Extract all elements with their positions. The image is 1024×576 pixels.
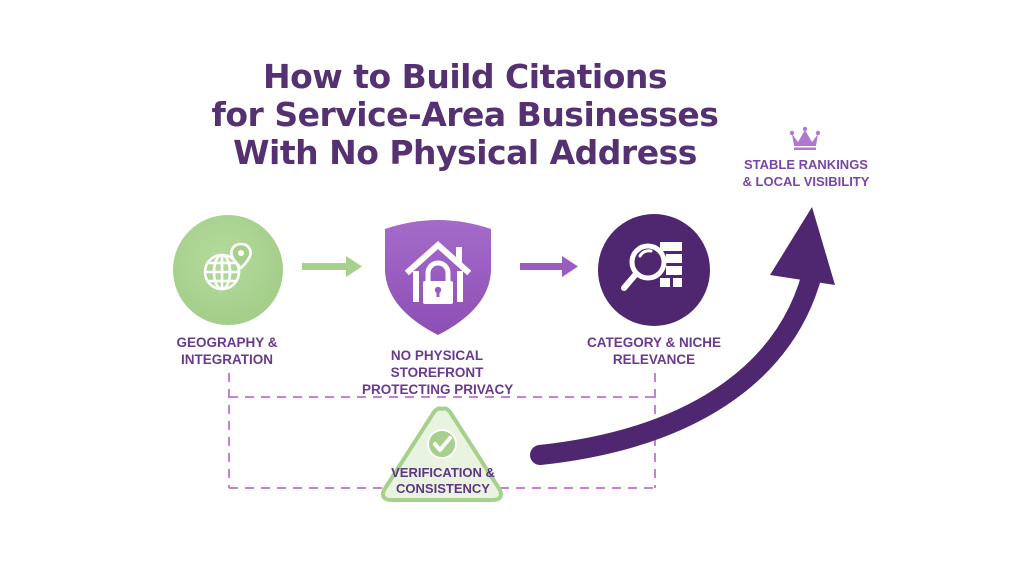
magnifier-list-icon: [621, 242, 682, 291]
shield-house-lock-icon: [385, 220, 491, 335]
arrow-right-icon: [302, 256, 362, 277]
arrow-right-icon: [520, 256, 578, 277]
crown-icon: [789, 126, 821, 150]
title-line-2: for Service-Area Businesses: [211, 95, 719, 134]
title-line-1: How to Build Citations: [262, 57, 668, 96]
outcome-label-line-2: & LOCAL VISIBILITY: [742, 174, 870, 189]
storefront-label-line-2: STOREFRONT: [390, 365, 484, 380]
geography-label-line-1: GEOGRAPHY &: [176, 335, 278, 350]
storefront-label: NO PHYSICAL STOREFRONT PROTECTING PRIVAC…: [362, 347, 514, 398]
title-line-3: With No Physical Address: [233, 133, 697, 172]
storefront-label-line-3: PROTECTING PRIVACY: [362, 382, 514, 397]
verification-label-line-2: CONSISTENCY: [396, 481, 490, 496]
category-label-line-1: CATEGORY & NICHE: [586, 335, 721, 350]
globe-pin-icon: [203, 242, 252, 291]
category-label: CATEGORY & NICHE RELEVANCE: [574, 334, 734, 368]
verification-label-line-1: VERIFICATION &: [391, 465, 495, 480]
outcome-label-line-1: STABLE RANKINGS: [744, 157, 868, 172]
geography-label-line-2: INTEGRATION: [181, 352, 273, 367]
storefront-label-line-1: NO PHYSICAL: [390, 348, 484, 363]
outcome-label: STABLE RANKINGS & LOCAL VISIBILITY: [726, 156, 886, 190]
check-triangle-icon: [381, 406, 503, 502]
geography-circle: [173, 215, 283, 325]
page-title: How to Build Citations for Service-Area …: [160, 58, 770, 172]
category-label-line-2: RELEVANCE: [612, 352, 696, 367]
geography-label: GEOGRAPHY & INTEGRATION: [152, 334, 302, 368]
verification-label: VERIFICATION & CONSISTENCY: [368, 465, 518, 497]
